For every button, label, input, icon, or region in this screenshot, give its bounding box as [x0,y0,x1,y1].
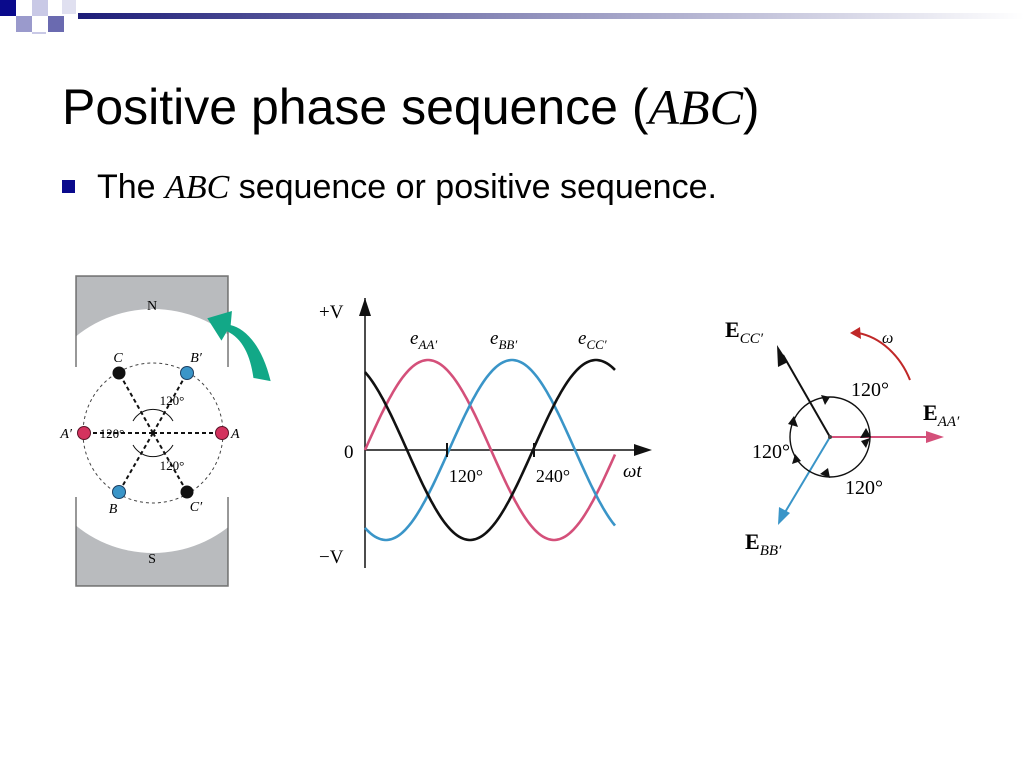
coil-label-a: A [230,427,240,442]
phasor-angle-label-bottom: 120° [845,477,883,499]
wave-curve-bb [364,358,617,542]
coil-a [215,426,229,440]
wave-series-label-aa: eAA′ [410,328,437,352]
phasor-angle-label-left: 120° [752,441,790,463]
coil-c-prime [180,485,194,499]
waveform-chart: +V −V 0 ωt 120° 240° eAA′ eBB′ eCC′ [319,298,652,568]
wave-y-minus-label: −V [319,547,344,568]
phasor-angle-label-top: 120° [851,379,889,401]
omega-label: ω [882,330,893,347]
pole-label-s: S [148,552,156,567]
coil-c [112,366,126,380]
generator-diagram: N S 120° 120° 120° C B′ A′ A B C′ [59,275,271,587]
wave-tick-label-120: 120° [449,466,483,486]
coil-label-b-prime: B′ [190,351,203,366]
coil-label-b: B [109,502,118,517]
slide-title: Positive phase sequence (ABC) [62,79,760,135]
wave-y-axis-arrow-icon [359,298,371,316]
wave-curve-aa [363,358,617,542]
phasor-label-bb: EBB′ [745,529,782,559]
title-italic-abc: ABC [648,79,743,135]
top-decoration-band [0,0,1024,34]
wave-curve-cc [364,358,616,542]
phasor-label-aa: EAA′ [923,400,960,430]
square-bullet-icon [62,179,75,193]
phasor-cc [782,354,831,438]
coil-a-prime [77,426,91,440]
gen-angle-left: 120° [100,426,125,441]
wave-x-axis-arrow-icon [634,444,652,456]
phasor-cc-arrow-icon [777,345,788,367]
coil-label-c-prime: C′ [190,500,203,515]
coil-label-c: C [113,351,123,366]
wave-tick-label-240: 240° [536,466,570,486]
wave-y-plus-label: +V [319,302,344,323]
coil-label-a-prime: A′ [59,427,73,442]
phasor-bb-arrow-icon [778,507,790,525]
gen-angle-bottom: 120° [160,458,185,473]
phasor-diagram: ω ECC′ EAA′ EBB′ 120° 120° 120° [725,317,960,559]
bullet-italic-abc: ABC [165,169,230,206]
gen-angle-top: 120° [160,393,185,408]
wave-series-label-cc: eCC′ [578,328,607,352]
pole-label-n: N [147,299,157,314]
rotation-arrow-icon [207,310,271,382]
wave-x-label: ωt [623,461,642,482]
phasor-label-cc: ECC′ [725,317,764,347]
omega-rotation-arrow-icon [857,332,911,381]
coil-b [112,485,126,499]
phasor-aa-arrow-icon [926,431,944,443]
wave-series-label-bb: eBB′ [490,328,517,352]
bullet-item: The ABC sequence or positive sequence. [62,170,717,205]
wave-origin-label: 0 [344,442,354,463]
coil-b-prime [180,366,194,380]
phasor-bb [783,436,831,515]
